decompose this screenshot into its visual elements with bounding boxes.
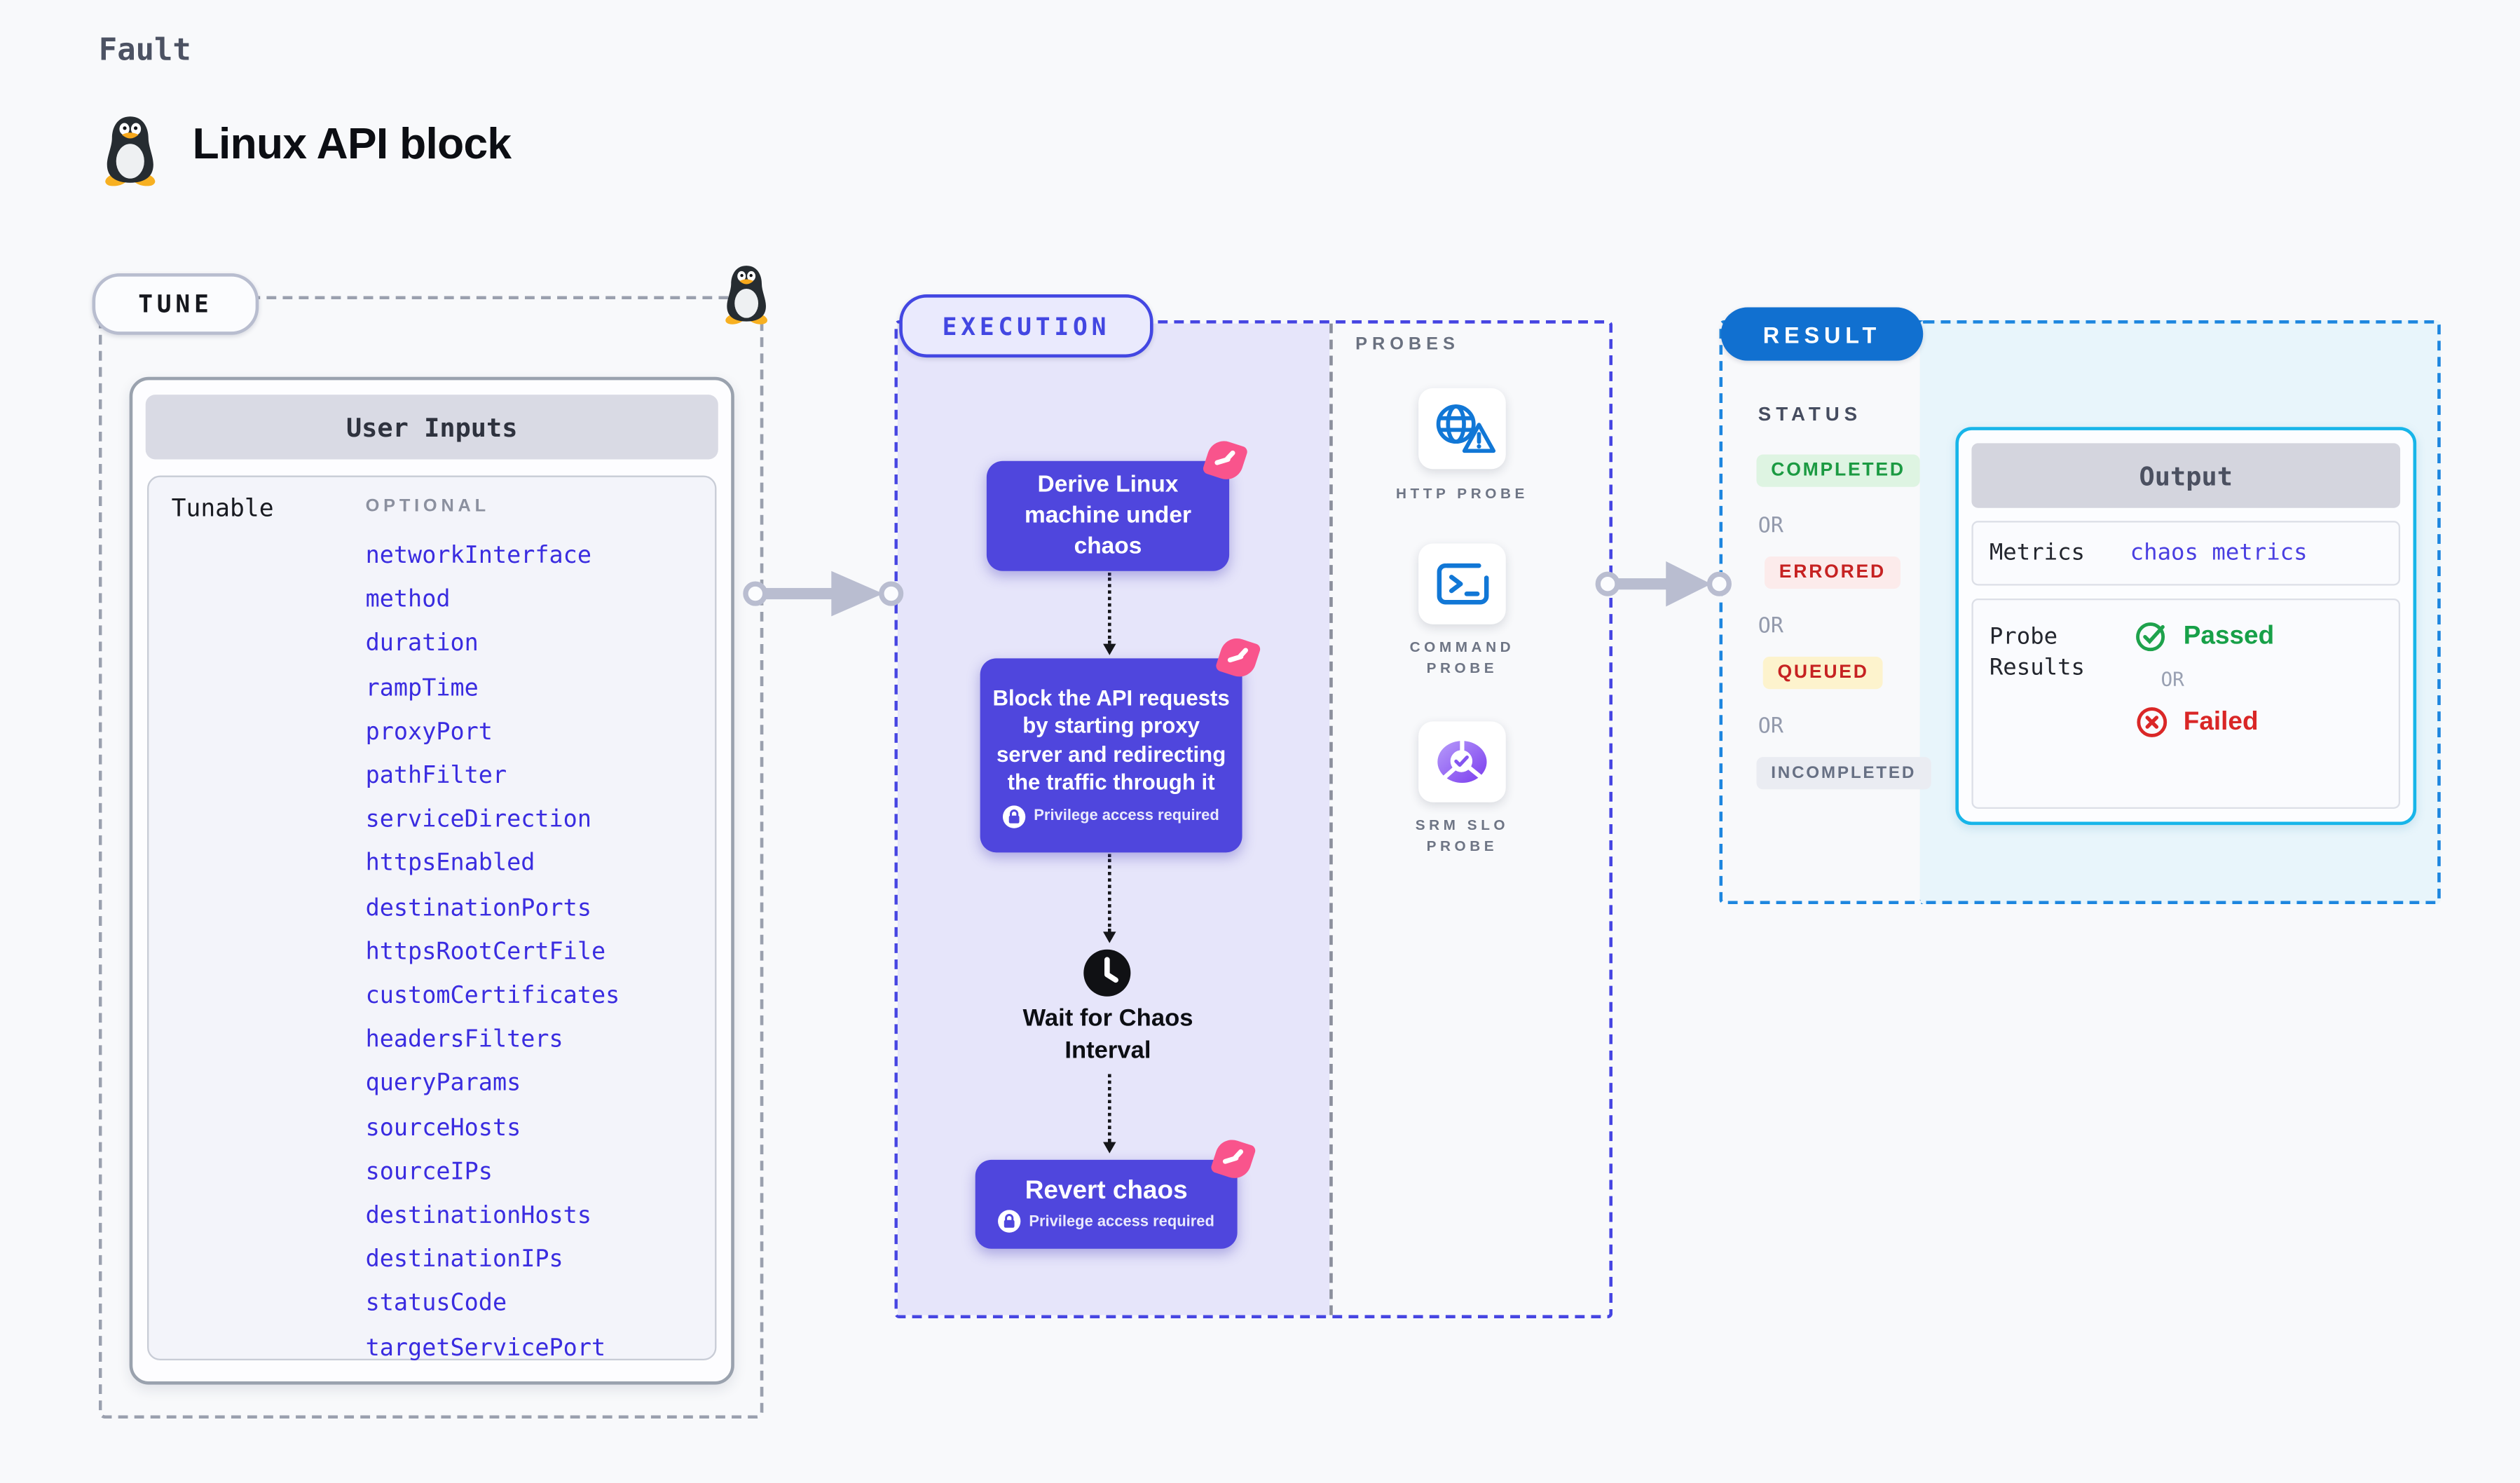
param-link[interactable]: httpsRootCertFile xyxy=(365,939,606,966)
check-circle-icon xyxy=(2136,622,2165,652)
flow-connector xyxy=(1103,573,1116,655)
failed-row: Failed xyxy=(2135,705,2275,739)
step-block-api: Block the API requests by starting proxy… xyxy=(980,634,1262,853)
or-separator: OR xyxy=(1758,615,1783,639)
tunable-param-list: networkInterface method duration rampTim… xyxy=(366,535,620,1372)
privilege-badge: Privilege access required xyxy=(998,1210,1214,1233)
slo-pie-check-icon xyxy=(1437,739,1487,784)
privilege-label: Privilege access required xyxy=(1029,1212,1214,1231)
execution-pill: EXECUTION xyxy=(899,294,1153,358)
param-link[interactable]: httpsEnabled xyxy=(365,851,535,877)
tux-penguin-small-icon xyxy=(725,266,768,324)
param-link[interactable]: proxyPort xyxy=(365,719,493,746)
flow-connector xyxy=(1103,1074,1116,1154)
flow-connector xyxy=(1103,854,1116,943)
param-link[interactable]: rampTime xyxy=(365,675,479,702)
probe-results-values: Passed OR Failed xyxy=(2135,620,2275,739)
probe-results-row: Probe Results Passed OR Failed xyxy=(1971,598,2401,809)
wait-chaos-interval-label: Wait for Chaos Interval xyxy=(1022,1004,1193,1065)
metrics-label: Metrics xyxy=(1989,540,2086,566)
output-card: Output Metrics chaos metrics Probe Resul… xyxy=(1955,427,2417,826)
metrics-value: chaos metrics xyxy=(2130,540,2308,566)
optional-column-label: OPTIONAL xyxy=(365,496,490,517)
tunable-row-label: Tunable xyxy=(171,493,274,523)
status-badge-incompleted: INCOMPLETED xyxy=(1756,757,1931,790)
probe-results-label: Probe Results xyxy=(1989,624,2086,681)
param-link[interactable]: targetServicePort xyxy=(365,1335,606,1362)
fault-kicker: Fault xyxy=(98,32,191,68)
execution-probes-divider xyxy=(1329,323,1333,1315)
param-link[interactable]: sourceHosts xyxy=(365,1115,521,1142)
lock-icon xyxy=(1003,805,1026,828)
step-revert-chaos: Revert chaos Privilege access required xyxy=(975,1135,1257,1249)
param-link[interactable]: destinationIPs xyxy=(365,1248,563,1273)
page-title: Linux API block xyxy=(192,119,512,169)
param-link[interactable]: queryParams xyxy=(365,1071,521,1098)
terminal-icon xyxy=(1437,563,1489,605)
tune-to-execution-arrow xyxy=(743,570,904,617)
param-link[interactable]: destinationHosts xyxy=(365,1203,592,1230)
x-circle-icon xyxy=(2137,707,2168,737)
tune-section-box xyxy=(98,296,764,1419)
passed-label: Passed xyxy=(2183,622,2275,650)
step-derive-machine-label: Derive Linux machine under chaos xyxy=(1024,471,1191,559)
status-badge-errored: ERRORED xyxy=(1765,556,1901,589)
passed-row: Passed xyxy=(2135,620,2275,653)
tux-penguin-icon xyxy=(105,116,156,186)
param-link[interactable]: sourceIPs xyxy=(365,1159,493,1186)
lock-icon xyxy=(998,1210,1021,1233)
tune-pill: TUNE xyxy=(92,273,259,335)
privilege-label: Privilege access required xyxy=(1034,807,1219,826)
param-link[interactable]: method xyxy=(365,587,451,614)
globe-warning-icon xyxy=(1436,404,1496,453)
status-badge-queued: QUEUED xyxy=(1762,657,1884,690)
or-separator: OR xyxy=(1758,715,1783,739)
command-probe-card xyxy=(1418,543,1506,624)
output-title: Output xyxy=(1971,443,2401,508)
privilege-badge: Privilege access required xyxy=(1003,805,1219,828)
http-probe-card xyxy=(1418,388,1506,470)
or-separator: OR xyxy=(1758,514,1783,539)
or-separator: OR xyxy=(2161,668,2184,691)
srm-slo-probe-card xyxy=(1418,721,1506,802)
step-derive-machine: Derive Linux machine under chaos xyxy=(986,437,1249,571)
clock-icon xyxy=(1083,949,1131,997)
metrics-row: Metrics chaos metrics xyxy=(1971,521,2401,586)
status-column-label: STATUS xyxy=(1758,402,1863,426)
param-link[interactable]: serviceDirection xyxy=(365,807,592,834)
param-link[interactable]: statusCode xyxy=(365,1291,507,1318)
result-pill: RESULT xyxy=(1720,307,1924,361)
param-link[interactable]: customCertificates xyxy=(365,983,620,1010)
step-block-api-label: Block the API requests by starting proxy… xyxy=(992,685,1230,795)
step-revert-chaos-label: Revert chaos xyxy=(1025,1177,1188,1205)
param-link[interactable]: headersFilters xyxy=(365,1027,563,1054)
user-inputs-title: User Inputs xyxy=(145,395,718,460)
param-link[interactable]: pathFilter xyxy=(365,763,507,790)
srm-slo-probe-label: SRM SLO PROBE xyxy=(1415,816,1509,854)
status-badge-completed: COMPLETED xyxy=(1756,454,1920,487)
http-probe-label: HTTP PROBE xyxy=(1395,485,1528,502)
failed-label: Failed xyxy=(2183,707,2259,735)
param-link[interactable]: destinationPorts xyxy=(365,895,592,922)
command-probe-label: COMMAND PROBE xyxy=(1409,638,1515,676)
execution-to-result-arrow xyxy=(1595,561,1732,607)
tunables-box: Tunable OPTIONAL networkInterface method… xyxy=(147,475,717,1362)
user-inputs-card: User Inputs Tunable OPTIONAL networkInte… xyxy=(129,376,734,1385)
probes-section-label: PROBES xyxy=(1355,334,1460,355)
param-link[interactable]: duration xyxy=(365,631,479,657)
param-link[interactable]: networkInterface xyxy=(365,543,592,570)
